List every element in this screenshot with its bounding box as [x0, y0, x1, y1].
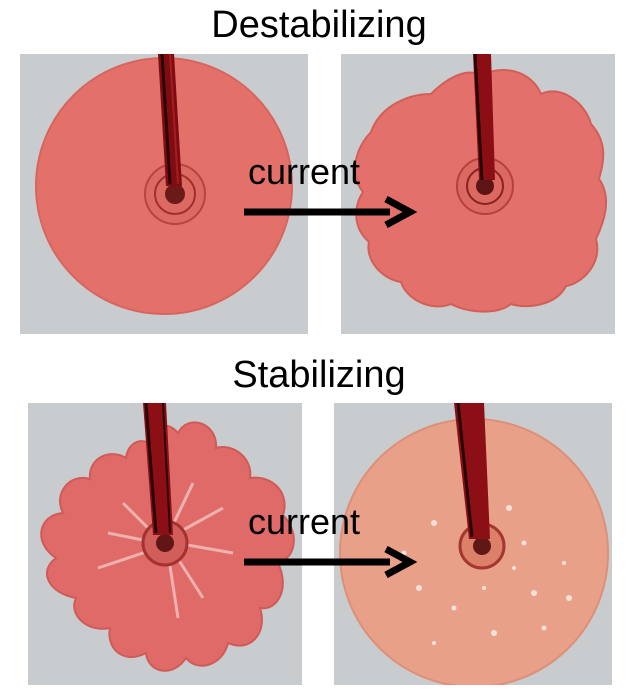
bottom-arrow-label: current — [248, 501, 361, 542]
destabilizing-after-photo — [341, 54, 615, 334]
destabilizing-before-photo — [20, 54, 308, 334]
right-arrow-icon — [244, 196, 418, 228]
right-arrow-icon — [244, 546, 418, 578]
stabilizing-heading: Stabilizing — [232, 354, 406, 396]
top-current-arrow: current — [240, 150, 420, 230]
bottom-current-arrow: current — [240, 500, 420, 580]
destabilizing-heading: Destabilizing — [211, 4, 427, 46]
stabilizing-before-photo — [28, 403, 302, 685]
stabilizing-after-photo — [334, 403, 612, 685]
top-arrow-label: current — [248, 151, 361, 192]
